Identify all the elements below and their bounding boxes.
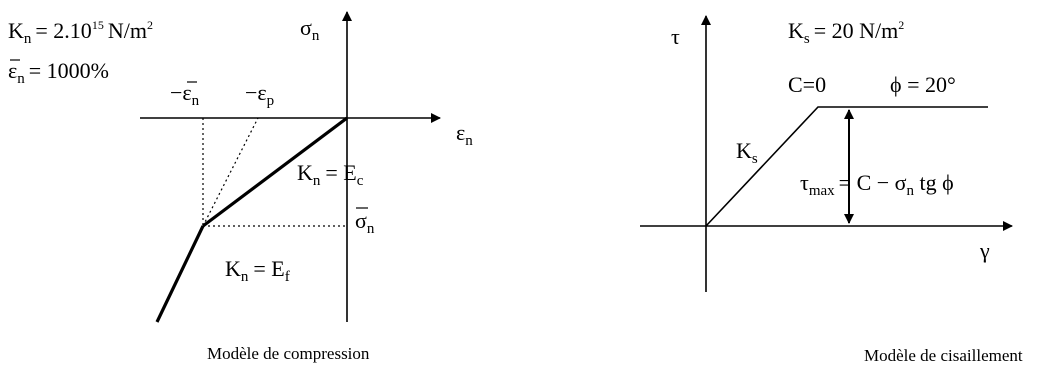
kn-ec-label: Kn= Ec — [297, 160, 364, 189]
ks-slope-label: Ks — [736, 138, 758, 167]
dotted-secant-line — [202, 117, 259, 227]
compression-caption: Modèle de compression — [207, 344, 370, 363]
ec-slope-line — [202, 116, 348, 228]
shear-diagram: τ γ Ks= 20 N/m2 C=0 ϕ = 20° Ks τmax= C −… — [640, 15, 1023, 365]
sigma-axis-label: σn — [300, 15, 320, 44]
kn-ef-label: Kn= Ef — [225, 256, 290, 285]
eps-bar-value-label: εn= 1000% — [8, 58, 109, 87]
ks-value-label: Ks= 20 N/m2 — [788, 18, 904, 47]
ef-slope-line — [155, 225, 205, 323]
tau-max-formula: τmax= C − σn tg ϕ — [800, 170, 954, 199]
gamma-axis-label: γ — [979, 238, 990, 263]
sigma-bar-label: σn — [355, 208, 375, 237]
neg-eps-bar-label: −εn — [170, 80, 200, 109]
friction-angle-label: ϕ = 20° — [890, 72, 956, 97]
cohesion-label: C=0 — [788, 72, 826, 97]
neg-eps-p-label: −εp — [245, 80, 274, 109]
shear-caption: Modèle de cisaillement — [864, 346, 1023, 365]
tau-axis-label: τ — [671, 24, 680, 49]
shear-curve — [705, 106, 988, 227]
epsilon-axis-label: εn — [456, 120, 473, 149]
